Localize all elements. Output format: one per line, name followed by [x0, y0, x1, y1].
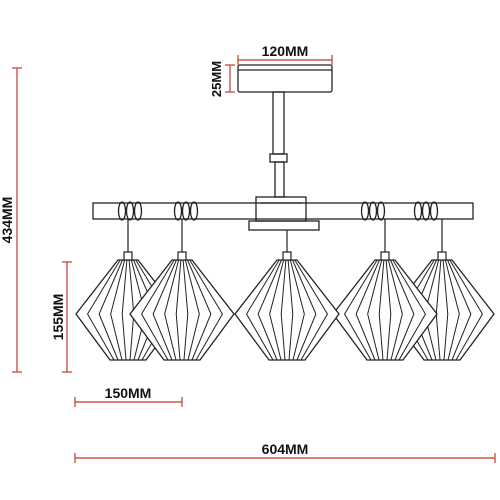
coil-wrap — [181, 201, 191, 221]
coil-wrap — [360, 201, 370, 221]
coil-wrap — [173, 201, 183, 221]
coil-wrap — [421, 201, 431, 221]
horizontal-arm — [92, 196, 474, 231]
cord-coils — [117, 201, 439, 221]
shades-group — [75, 251, 495, 361]
coil-wrap — [117, 201, 127, 221]
coil-wrap — [125, 201, 135, 221]
coil-wrap — [368, 201, 378, 221]
dimension-lines — [12, 55, 496, 463]
shade — [234, 251, 340, 361]
canopy-width-label: 120MM — [262, 43, 309, 59]
shade-width-label: 150MM — [105, 385, 152, 401]
coil-wrap — [189, 201, 199, 221]
coil-wrap — [133, 201, 143, 221]
coil-wrap — [429, 201, 439, 221]
canopy-height-label: 25MM — [209, 61, 224, 97]
ceiling-canopy — [237, 64, 333, 93]
hanging-cords — [127, 219, 443, 252]
shade — [129, 251, 235, 361]
total-height-label: 434MM — [0, 197, 15, 244]
coil-wrap — [413, 201, 423, 221]
total-width-label: 604MM — [262, 441, 309, 457]
stem-rod — [269, 91, 288, 198]
coil-wrap — [376, 201, 386, 221]
shade-height-label: 155MM — [50, 294, 66, 341]
